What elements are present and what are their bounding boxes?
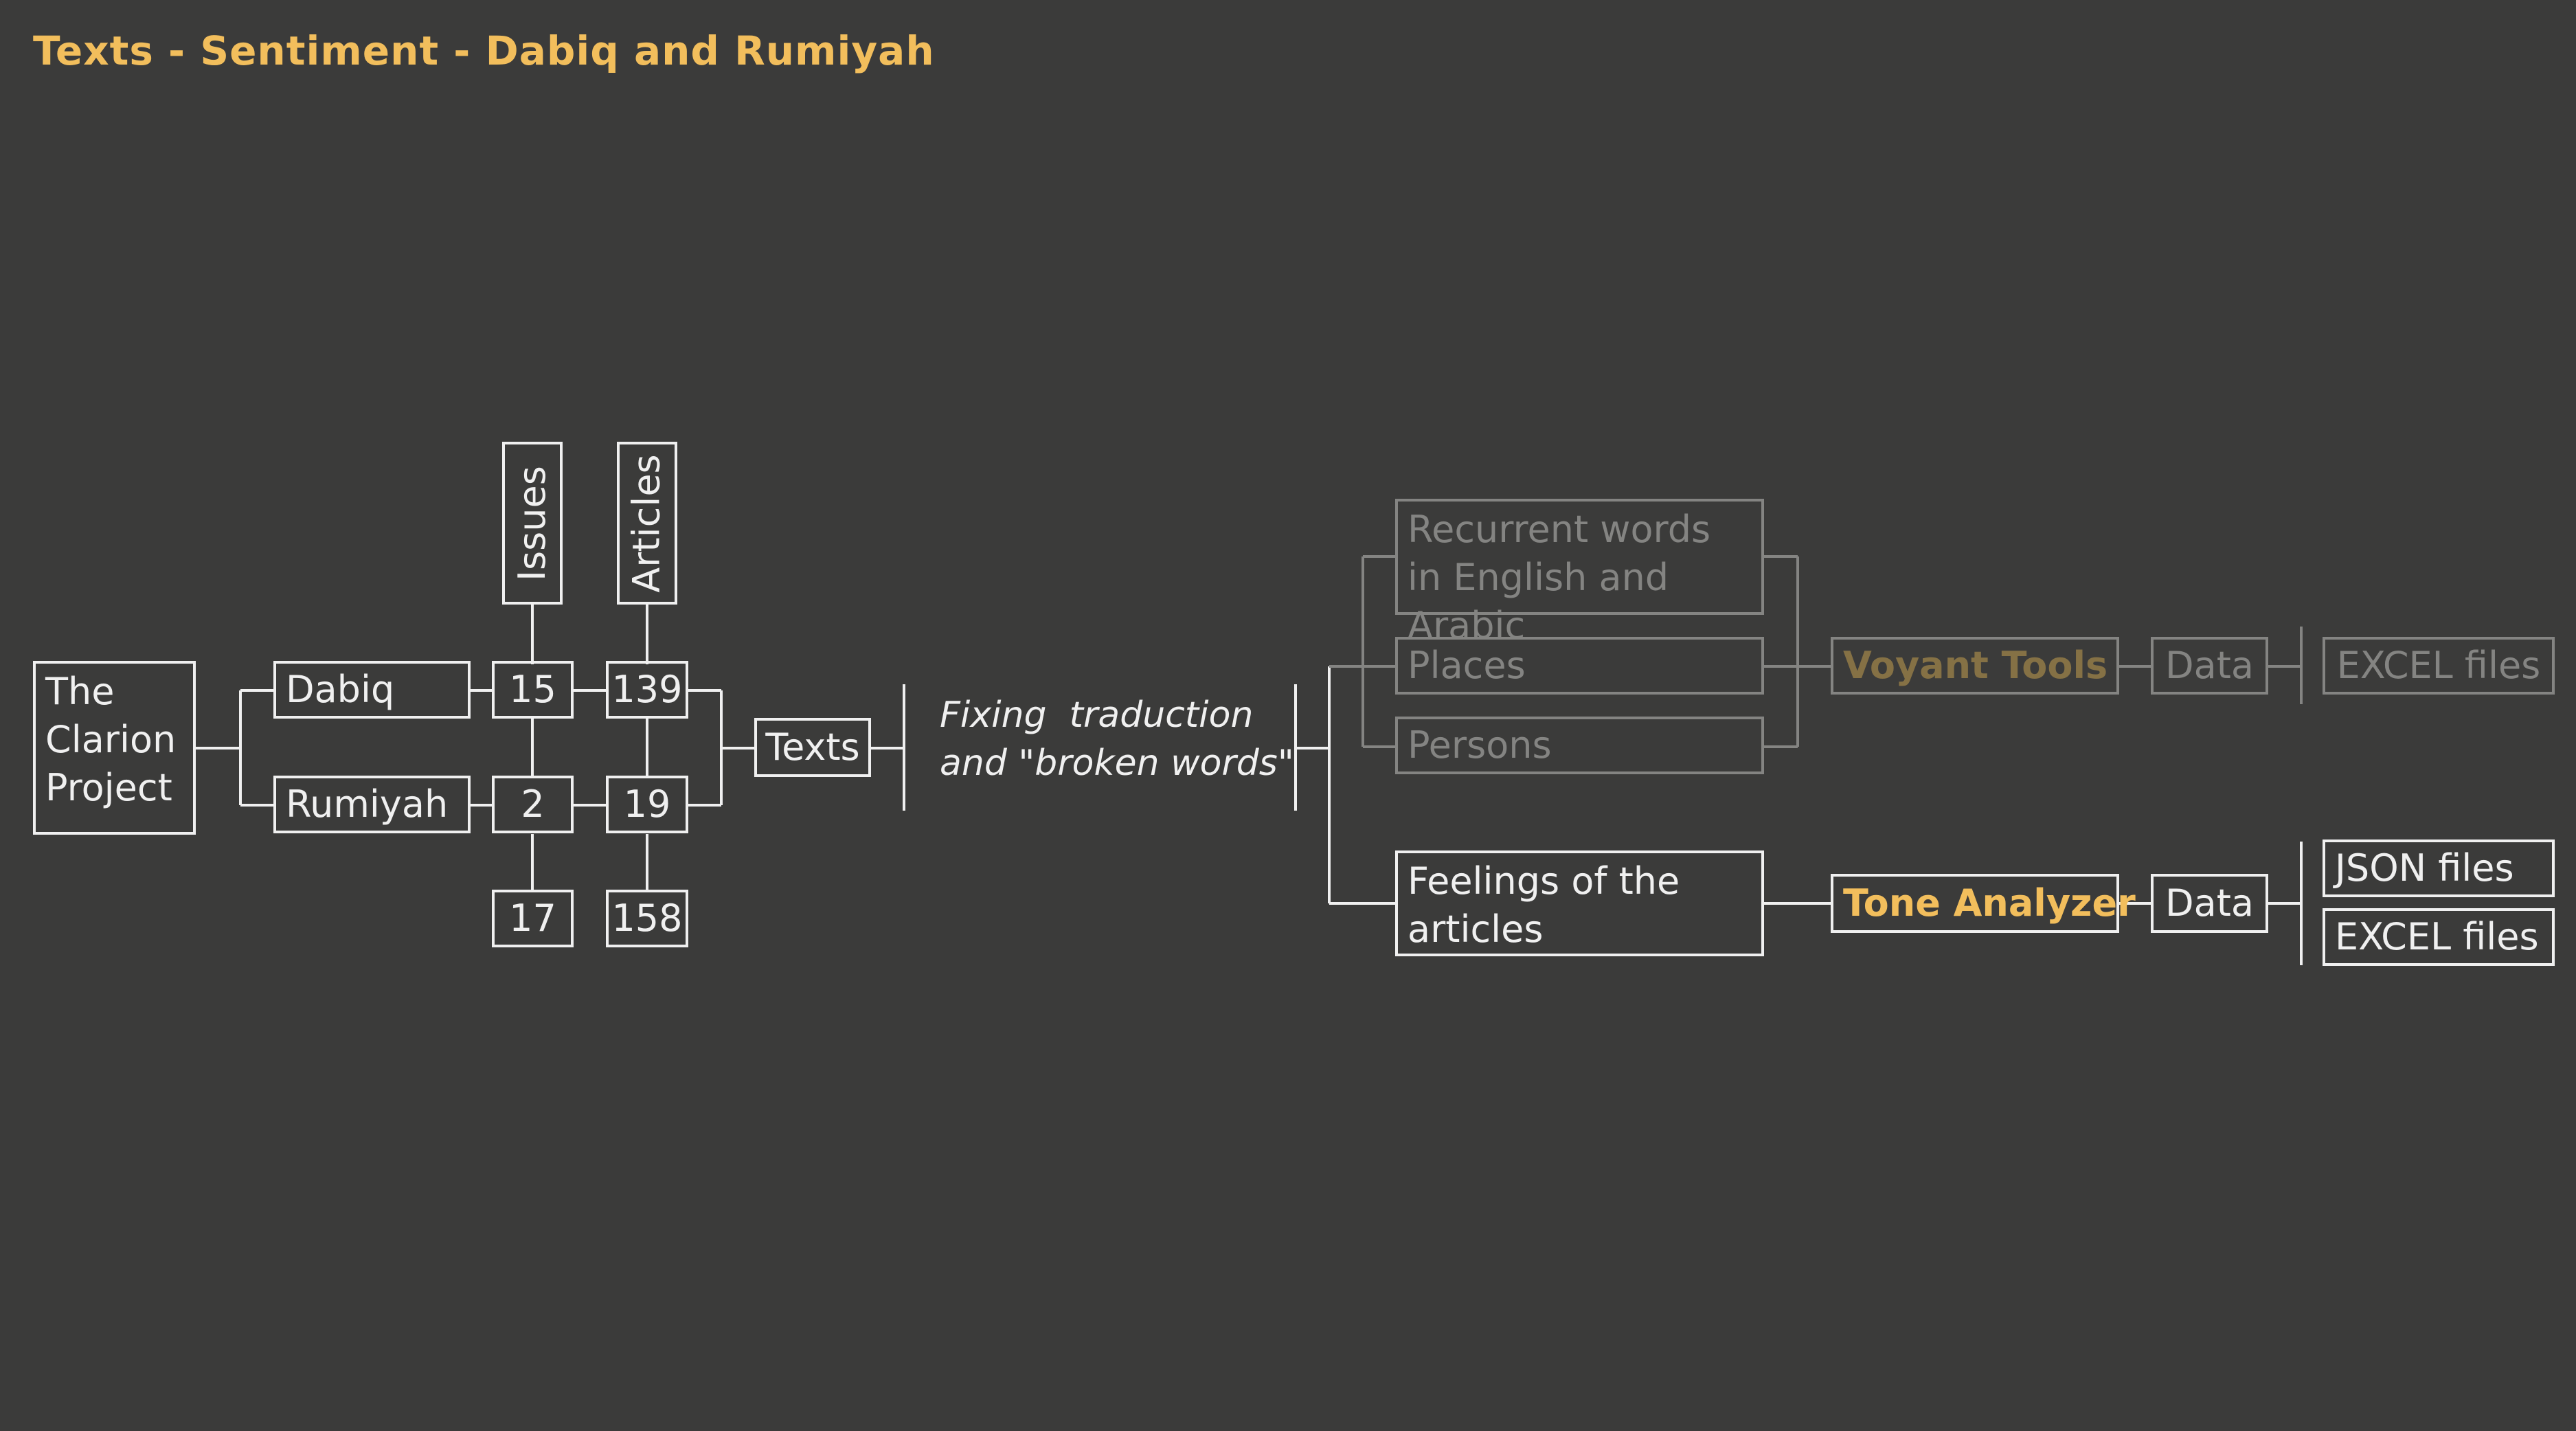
texts-node: Texts [754,718,871,777]
count-rumiyah-articles-value: 19 [623,782,671,826]
header-articles: Articles [617,442,677,605]
upper-excel-node: EXCEL files [2323,637,2555,695]
count-rumiyah-issues: 2 [492,776,574,833]
lower-data-label: Data [2165,881,2254,925]
magazine-rumiyah: Rumiyah [273,776,471,833]
processing-note: Fixing traduction and "broken words" [940,695,1294,784]
tone-analyzer-label: Tone Analyzer [1843,881,2136,925]
magazine-dabiq-label: Dabiq [286,668,395,711]
header-issues-label: Issues [510,465,554,581]
feelings-label: Feelings of the articles [1408,859,1680,951]
feelings-node: Feelings of the articles [1395,850,1764,956]
upper-branch-connectors [1329,555,2303,748]
lower-data-node: Data [2151,874,2268,933]
magazine-rumiyah-label: Rumiyah [286,782,449,826]
places-label: Places [1408,644,1526,687]
source-label: The Clarion Project [45,670,177,809]
json-files-label: JSON files [2335,846,2514,890]
page-title: Texts - Sentiment - Dabiq and Rumiyah [33,27,935,74]
source-connectors [194,603,2303,965]
count-total-issues-value: 17 [509,897,556,940]
count-total-articles: 158 [606,890,688,947]
count-dabiq-issues-value: 15 [509,668,556,711]
upper-data-label: Data [2165,644,2254,687]
upper-excel-label: EXCEL files [2336,644,2541,687]
source-clarion-project: The Clarion Project [33,661,196,835]
persons-node: Persons [1395,717,1764,774]
count-dabiq-issues: 15 [492,661,574,719]
count-total-articles-value: 158 [611,897,683,940]
excel-files-node: EXCEL files [2323,908,2555,966]
count-total-issues: 17 [492,890,574,947]
count-rumiyah-articles: 19 [606,776,688,833]
recurrent-words-node: Recurrent words in English and Arabic [1395,499,1764,647]
magazine-dabiq: Dabiq [273,661,471,719]
places-node: Places [1395,637,1764,695]
header-articles-label: Articles [625,453,668,593]
count-dabiq-articles: 139 [606,661,688,719]
count-dabiq-articles-value: 139 [611,668,683,711]
json-files-node: JSON files [2323,840,2555,897]
header-issues: Issues [502,442,563,605]
tone-analyzer-node: Tone Analyzer [1831,874,2136,933]
voyant-tools-label: Voyant Tools [1843,644,2108,687]
texts-label: Texts [765,725,860,769]
count-rumiyah-issues-value: 2 [521,782,545,826]
persons-label: Persons [1408,723,1552,767]
upper-data-node: Data [2151,637,2268,695]
excel-files-label: EXCEL files [2335,915,2539,958]
voyant-tools-node: Voyant Tools [1831,637,2119,695]
recurrent-words-label: Recurrent words in English and Arabic [1408,508,1711,647]
